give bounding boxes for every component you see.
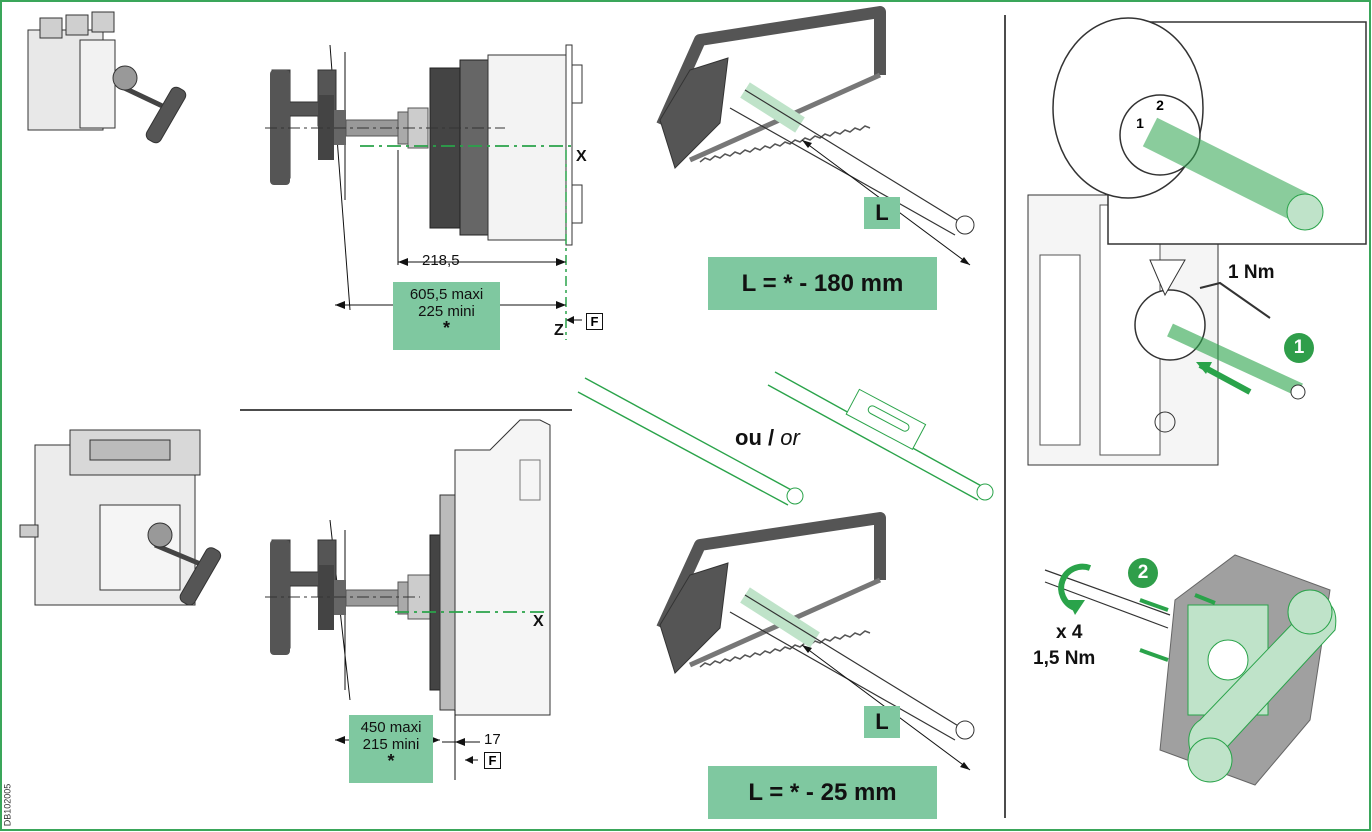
or-label-italic: or: [780, 425, 800, 450]
handle-assembly-bottom: [265, 419, 551, 780]
screw-count-step-two: x 4: [1056, 622, 1083, 643]
range-box-bottom: 450 maxi 215 mini *: [349, 715, 433, 783]
svg-text:2: 2: [1156, 97, 1164, 113]
range-top-max: 605,5 maxi: [409, 286, 484, 303]
length-label-top: L: [864, 197, 900, 229]
f-reference-top: F: [586, 313, 603, 330]
hacksaw-bottom: [656, 512, 975, 771]
length-label-bottom: L: [864, 706, 900, 738]
torque-step-two: 1,5 Nm: [1033, 648, 1096, 669]
breaker-thumbnail-bottom: [19, 429, 222, 606]
torque-step-one: 1 Nm: [1228, 262, 1275, 283]
axis-label-x-bottom: X: [533, 613, 544, 630]
f-reference-bottom: F: [484, 752, 501, 769]
range-bottom-min: 215 mini: [362, 736, 420, 753]
svg-text:1: 1: [1136, 115, 1144, 131]
breaker-thumbnail-top: [27, 11, 187, 144]
axis-label-z: Z: [554, 322, 564, 339]
formula-bottom: L = * - 25 mm: [708, 766, 937, 819]
replacement-shafts: [577, 371, 994, 506]
zoom-detail-step1: 2 1: [1027, 17, 1367, 466]
handle-detail-step2: [1044, 554, 1337, 786]
dimension-17: 17: [484, 731, 501, 748]
range-box-top: 605,5 maxi 225 mini *: [393, 282, 500, 350]
range-bottom-star: *: [387, 751, 395, 771]
formula-top: L = * - 180 mm: [708, 257, 937, 310]
step-one-badge: 1: [1284, 333, 1314, 363]
or-label-bold: ou /: [735, 425, 775, 450]
handle-assembly-top: [265, 44, 583, 340]
range-bottom-max: 450 maxi: [360, 719, 422, 736]
range-top-star: *: [442, 318, 450, 338]
range-top-min: 225 mini: [418, 303, 475, 320]
axis-label-x-top: X: [576, 148, 587, 165]
figure-reference: DB102005: [2, 783, 13, 827]
step-two-badge: 2: [1128, 558, 1158, 588]
hacksaw-top: [656, 6, 975, 266]
dimension-218: 218,5: [422, 252, 460, 269]
or-label: ou / or: [735, 425, 800, 451]
